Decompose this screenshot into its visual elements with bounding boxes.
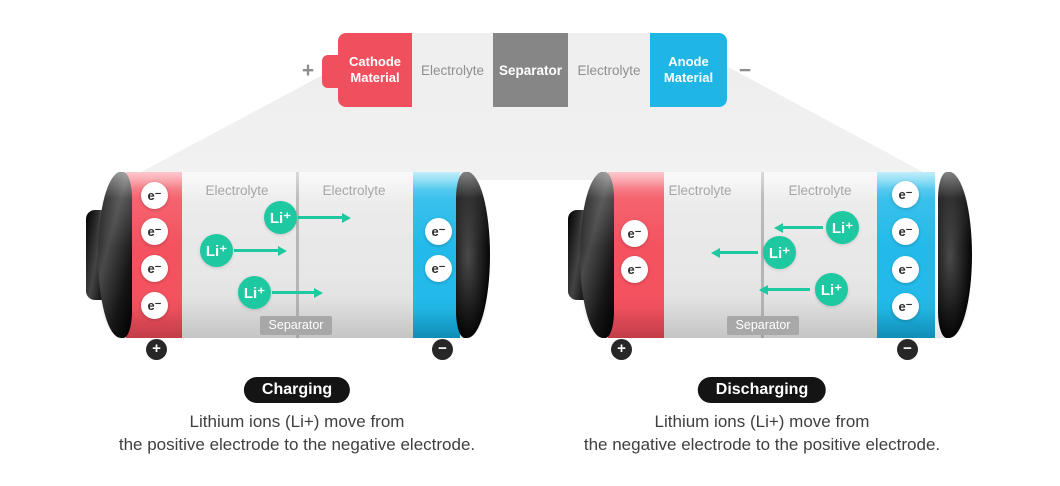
electron: e⁻	[892, 256, 919, 283]
negative-terminal: −	[897, 339, 918, 360]
electron: e⁻	[621, 256, 648, 283]
lithium-ion: Li⁺	[815, 273, 848, 306]
segment-anode-material: Anode Material	[650, 33, 727, 107]
lithium-ion: Li⁺	[238, 276, 271, 309]
electrolyte-label-left: Electrolyte	[205, 183, 269, 198]
segment-separator: Separator	[493, 33, 568, 107]
discharging-caption-line2: the negative electrode to the positive e…	[583, 435, 941, 454]
lithium-ion: Li⁺	[826, 211, 859, 244]
charging-caption-line1: Lithium ions (Li+) move from	[189, 412, 405, 431]
electrolyte-label-right: Electrolyte	[788, 183, 852, 198]
lithium-ion: Li⁺	[763, 236, 796, 269]
electrolyte-label-left: Electrolyte	[668, 183, 732, 198]
electron: e⁻	[892, 218, 919, 245]
ion-arrow-left	[711, 247, 758, 258]
electron: e⁻	[892, 293, 919, 320]
battery-cap-left	[580, 172, 614, 338]
negative-sign: −	[738, 59, 752, 82]
ion-arrow-left	[774, 222, 823, 233]
positive-terminal: +	[611, 339, 632, 360]
electron: e⁻	[141, 218, 168, 245]
battery-cap-left	[98, 172, 132, 338]
discharging-battery: Electrolyte Electrolyte Separator e⁻ e⁻ …	[568, 172, 972, 338]
electron: e⁻	[892, 181, 919, 208]
separator-badge: Separator	[727, 316, 799, 335]
positive-sign: +	[301, 59, 315, 82]
separator-badge: Separator	[260, 316, 332, 335]
battery-cap-right	[456, 172, 490, 338]
battery-cap-right	[938, 172, 972, 338]
ion-arrow-right	[272, 287, 323, 298]
electron: e⁻	[141, 255, 168, 282]
charging-battery: Electrolyte Electrolyte Separator e⁻ e⁻ …	[86, 172, 490, 338]
lithium-ion: Li⁺	[264, 201, 297, 234]
electron: e⁻	[141, 182, 168, 209]
discharging-caption-line1: Lithium ions (Li+) move from	[654, 412, 870, 431]
segment-electrolyte-right: Electrolyte	[568, 33, 650, 107]
discharging-caption: Lithium ions (Li+) move from the negativ…	[522, 410, 1002, 456]
charging-badge: Charging	[243, 377, 351, 403]
discharging-badge: Discharging	[697, 377, 827, 403]
positive-terminal: +	[146, 339, 167, 360]
segment-electrolyte-left: Electrolyte	[412, 33, 493, 107]
negative-terminal: −	[432, 339, 453, 360]
ion-arrow-right	[298, 212, 351, 223]
lithium-ion: Li⁺	[200, 234, 233, 267]
electron: e⁻	[425, 218, 452, 245]
electron: e⁻	[141, 292, 168, 319]
electrolyte-label-right: Electrolyte	[322, 183, 386, 198]
ion-arrow-right	[234, 245, 287, 256]
ion-arrow-left	[759, 284, 810, 295]
electron: e⁻	[425, 255, 452, 282]
charging-caption: Lithium ions (Li+) move from the positiv…	[57, 410, 537, 456]
cathode-terminal-tab	[322, 55, 342, 88]
electron: e⁻	[621, 220, 648, 247]
charging-caption-line2: the positive electrode to the negative e…	[118, 435, 476, 454]
segment-cathode-material: Cathode Material	[338, 33, 412, 107]
